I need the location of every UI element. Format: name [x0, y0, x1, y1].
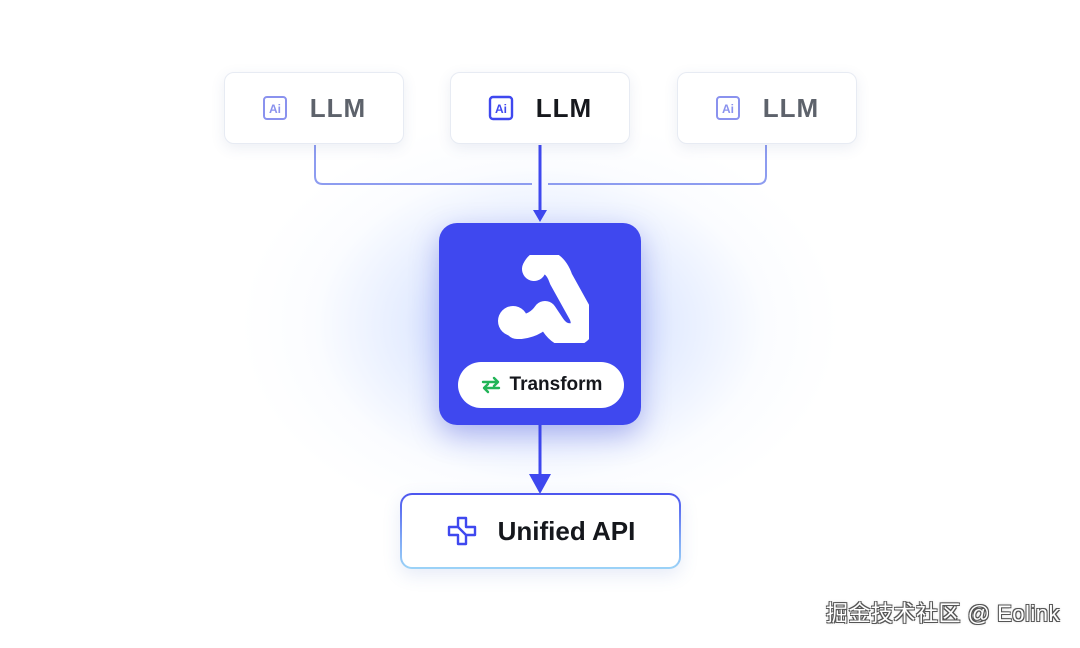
watermark: 掘金技术社区 @ Eolink [826, 601, 1060, 626]
llm-label: LLM [535, 92, 593, 123]
llm-card-1: Ai LLM [224, 72, 404, 144]
connector-right [548, 145, 767, 185]
arrow-into-hub [533, 210, 547, 222]
eolink-logo-icon [498, 255, 589, 343]
swap-arrows-icon [481, 376, 500, 394]
ai-icon: Ai [488, 95, 513, 121]
arrow-into-api [529, 474, 551, 494]
llm-label: LLM [762, 92, 820, 123]
api-cross-icon [447, 516, 476, 546]
svg-text:Ai: Ai [722, 102, 734, 116]
llm-card-3: Ai LLM [677, 72, 857, 144]
transform-hub: Transform [439, 223, 641, 425]
ai-icon: Ai [715, 96, 740, 120]
unified-api-label: Unified API [497, 515, 636, 546]
transform-label: Transform [509, 374, 603, 395]
llm-label: LLM [309, 92, 367, 123]
llm-card-2: Ai LLM [450, 72, 630, 144]
ai-icon: Ai [262, 96, 287, 120]
transform-pill: Transform [458, 362, 624, 408]
connector-left [314, 145, 532, 185]
svg-text:Ai: Ai [269, 102, 281, 116]
svg-text:Ai: Ai [495, 102, 507, 116]
unified-api-box: Unified API [400, 493, 681, 569]
